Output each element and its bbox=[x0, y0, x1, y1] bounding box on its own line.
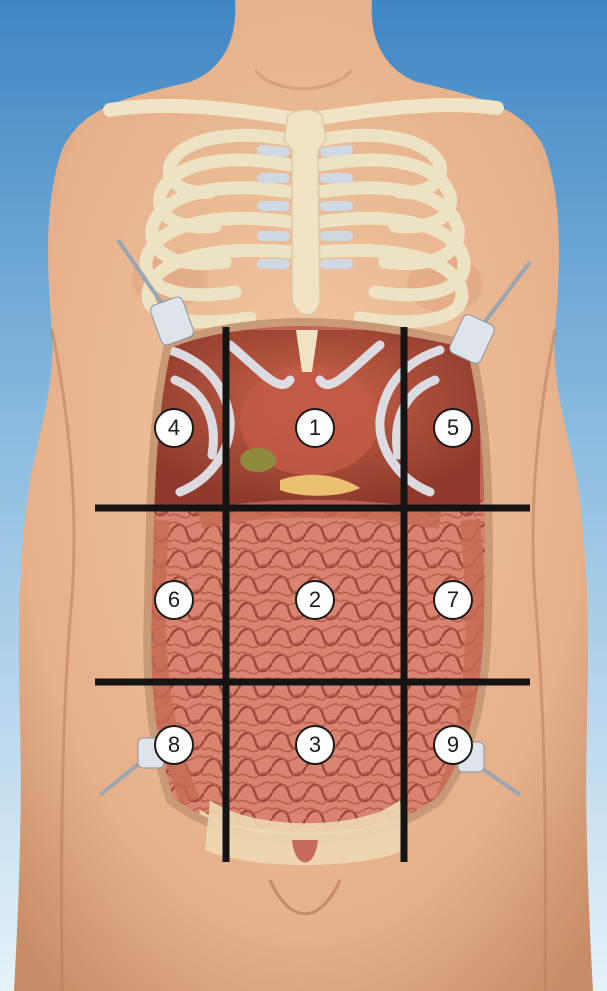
region-label-6: 6 bbox=[154, 580, 194, 620]
region-label-2: 2 bbox=[295, 580, 335, 620]
region-label-4: 4 bbox=[154, 408, 194, 448]
region-label-5: 5 bbox=[433, 408, 473, 448]
region-label-7: 7 bbox=[433, 580, 473, 620]
region-label-8: 8 bbox=[154, 725, 194, 765]
region-label-3: 3 bbox=[295, 725, 335, 765]
region-label-9: 9 bbox=[433, 725, 473, 765]
gallbladder bbox=[240, 448, 276, 472]
region-label-1: 1 bbox=[295, 408, 335, 448]
